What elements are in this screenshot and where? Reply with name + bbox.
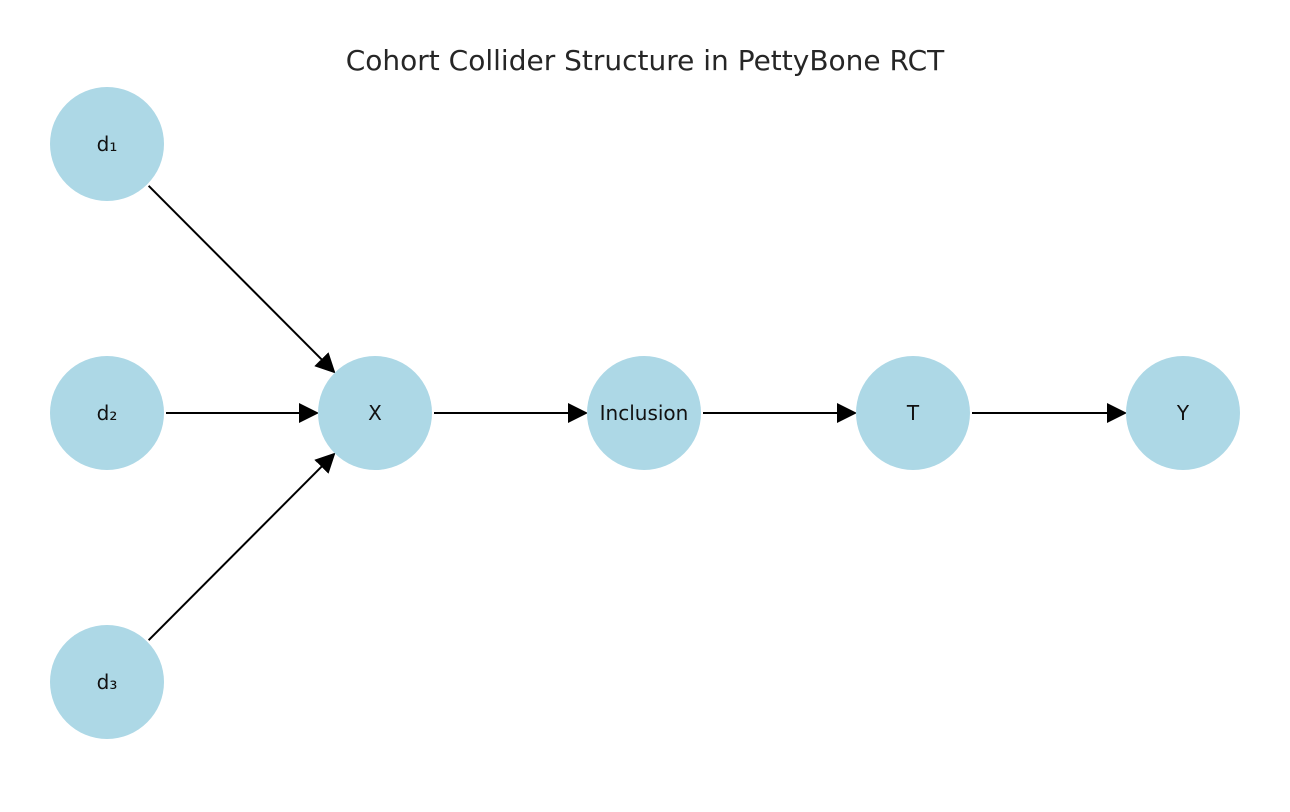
node-label: Y [1176,401,1190,425]
node-circle [50,356,164,470]
node-circle [587,356,701,470]
node-circle [318,356,432,470]
node-label: Inclusion [600,401,689,425]
edge-d3-to-X [147,452,336,641]
edges-group [147,185,1127,641]
node-d3: d₃ [50,625,164,739]
node-y: Y [1126,356,1240,470]
node-label: d₃ [97,670,118,694]
node-label: X [368,401,382,425]
node-x: X [318,356,432,470]
node-d1: d₁ [50,87,164,201]
node-label: T [906,401,920,425]
node-inclusion: Inclusion [587,356,701,470]
node-circle [50,87,164,201]
node-label: d₁ [97,132,118,156]
node-d2: d₂ [50,356,164,470]
edge-d1-to-X [147,185,336,374]
node-circle [1126,356,1240,470]
nodes-group: d₁ d₂ d₃ X Inclusion T Y [50,87,1240,739]
node-circle [856,356,970,470]
diagram-title: Cohort Collider Structure in PettyBone R… [345,44,945,77]
node-circle [50,625,164,739]
node-t: T [856,356,970,470]
node-label: d₂ [97,401,118,425]
